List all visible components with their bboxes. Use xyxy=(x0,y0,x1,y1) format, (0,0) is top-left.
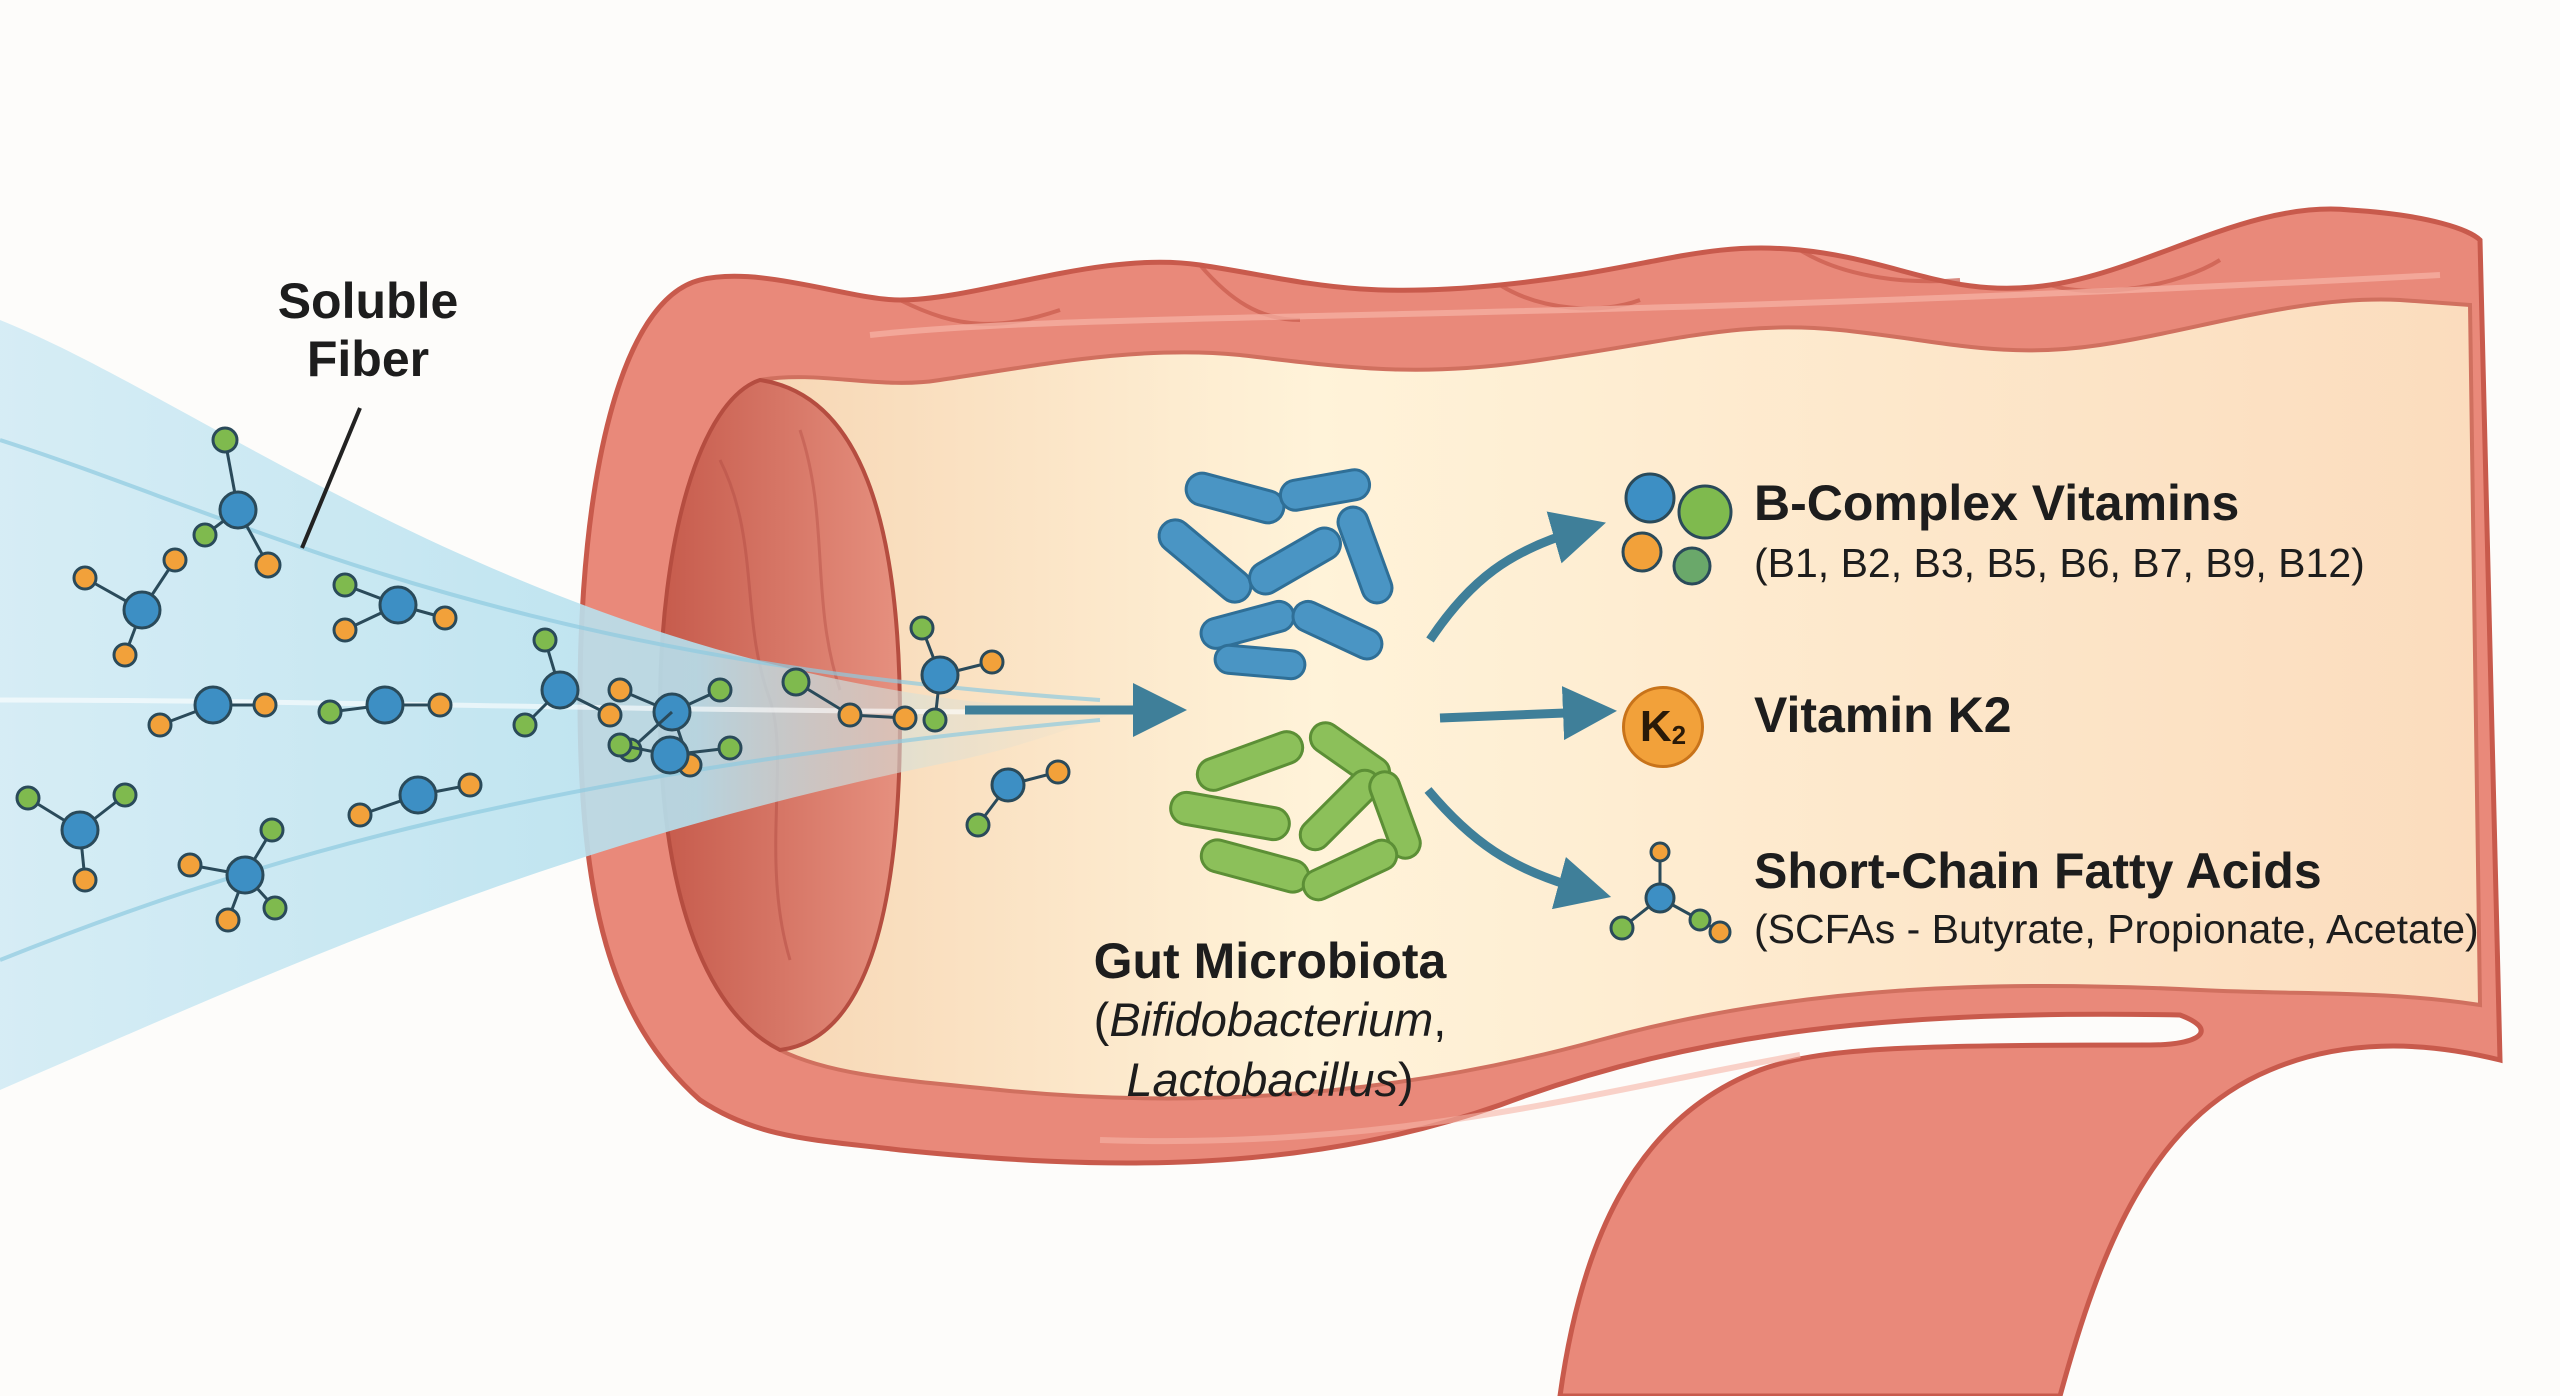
fiber-leader-line xyxy=(300,407,362,549)
arrow-icon xyxy=(1426,511,1606,643)
fiber-molecule-icon xyxy=(512,627,623,738)
intestine xyxy=(577,206,2503,1396)
bacteria-icon xyxy=(1368,770,1422,860)
k2-badge-symbol: K xyxy=(1639,702,1672,751)
fiber-molecule-icon xyxy=(347,772,483,828)
scfa-title: Short-Chain Fatty Acids xyxy=(1754,843,2322,899)
fiber-label: Soluble Fiber xyxy=(268,272,468,388)
fiber-molecule-icon xyxy=(177,817,288,933)
fiber-molecule-icon xyxy=(192,426,282,579)
bacteria-icon xyxy=(1157,518,1253,604)
fiber-molecule-icon xyxy=(781,667,918,731)
microbiota-title: Gut Microbiota xyxy=(1093,933,1447,989)
k2-badge-subscript: 2 xyxy=(1671,719,1687,750)
scfa-subtitle: (SCFAs - Butyrate, Propionate, Acetate) xyxy=(1754,906,2479,952)
b-complex-title: B-Complex Vitamins xyxy=(1754,475,2240,531)
fiber-molecule-icon xyxy=(965,759,1071,838)
bacteria-icon xyxy=(1291,599,1384,661)
microbiota-genera: (Bifidobacterium, Lactobacillus) xyxy=(1093,993,1447,1106)
fiber-molecule-icon xyxy=(147,685,278,738)
fiber-molecule-icon xyxy=(607,732,743,775)
microbiota-genus-1: Bifidobacterium xyxy=(1109,993,1434,1046)
bacteria-cluster-blue xyxy=(1157,468,1394,681)
bacteria-icon xyxy=(1336,505,1394,605)
bacteria-icon xyxy=(1184,471,1286,525)
fiber-molecules xyxy=(15,426,1071,933)
fiber-molecule-icon xyxy=(15,782,138,893)
fiber-molecule-icon xyxy=(72,547,188,668)
bacteria-icon xyxy=(1169,790,1291,842)
bacteria-icon xyxy=(1301,838,1399,902)
vitamin-spheres-icon xyxy=(1621,472,1733,586)
arrow-icon xyxy=(1424,787,1612,910)
fiber-molecule-icon xyxy=(317,685,453,725)
microbiota-genus-2: Lactobacillus xyxy=(1126,1053,1399,1106)
b-complex-subtitle: (B1, B2, B3, B5, B6, B7, B9, B12) xyxy=(1754,540,2365,586)
bacteria-icon xyxy=(1195,730,1305,792)
bacteria-icon xyxy=(1278,468,1372,512)
intestine-lumen xyxy=(687,297,2483,1101)
bacteria-icon xyxy=(1248,526,1342,596)
bacteria-cluster-green xyxy=(1169,721,1422,902)
fiber-molecule-icon xyxy=(332,572,458,643)
arrow-icon xyxy=(1439,686,1617,741)
bacteria-icon xyxy=(1213,643,1307,681)
fiber-label-line1: Soluble xyxy=(277,273,459,329)
fiber-label-line2: Fiber xyxy=(306,331,430,387)
vitamin-k2-title: Vitamin K2 xyxy=(1754,687,2012,743)
fatty-acid-molecule-icon xyxy=(1609,841,1732,944)
fiber-molecule-icon xyxy=(909,615,1005,733)
